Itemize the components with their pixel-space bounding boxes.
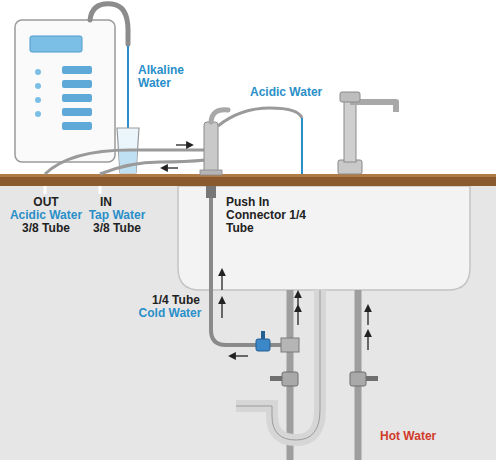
drain-outline — [236, 290, 320, 440]
tube-size: 3/8 Tube — [6, 222, 86, 235]
cabinet — [0, 186, 496, 460]
drain-pipe — [236, 290, 320, 440]
water-ionizer — [15, 20, 115, 162]
countertop — [0, 174, 496, 186]
kitchen-faucet — [338, 92, 396, 174]
wall — [0, 0, 496, 176]
flow-arrow — [297, 308, 298, 325]
port-label: IN — [86, 196, 126, 209]
tee-fitting — [281, 338, 299, 352]
flow-arrow — [367, 333, 368, 350]
alkaline-hose — [90, 4, 128, 44]
tap-in-tube — [100, 160, 206, 174]
flow-arrow — [176, 144, 190, 145]
flow-arrow — [221, 272, 222, 290]
acidic-out-tube — [45, 150, 206, 174]
sink-basin — [178, 186, 470, 290]
supply-label: Cold Water — [130, 307, 210, 320]
cold-valve — [270, 372, 298, 386]
glass-water — [119, 150, 137, 173]
leader-line — [99, 186, 102, 194]
tube-size: 1/4 Tube — [136, 294, 216, 307]
flow-arrow — [221, 300, 222, 318]
connector-label: Push In Connector 1/4 Tube — [226, 196, 306, 235]
port-label: Acidic Water — [4, 209, 88, 222]
port-label: OUT — [26, 196, 66, 209]
acidic-tube — [218, 108, 302, 126]
shutoff-valve — [256, 331, 270, 351]
flow-arrow — [164, 167, 178, 168]
tube-size: 3/8 Tube — [72, 222, 162, 235]
stream-label: Alkaline Water — [138, 64, 200, 90]
flow-arrow — [297, 294, 298, 305]
port-label: Tap Water — [72, 209, 162, 222]
leader-line — [44, 186, 47, 194]
stream-label: Acidic Water — [250, 86, 340, 99]
flow-arrow — [232, 355, 248, 356]
diverter-faucet — [200, 110, 228, 175]
alkaline-stream — [127, 46, 129, 140]
push-in-connector — [206, 186, 216, 198]
supply-label: Hot Water — [380, 430, 480, 443]
countertop-edge — [0, 174, 496, 177]
hot-valve — [350, 372, 378, 386]
acidic-stream — [301, 118, 303, 174]
flow-arrow — [367, 308, 368, 325]
